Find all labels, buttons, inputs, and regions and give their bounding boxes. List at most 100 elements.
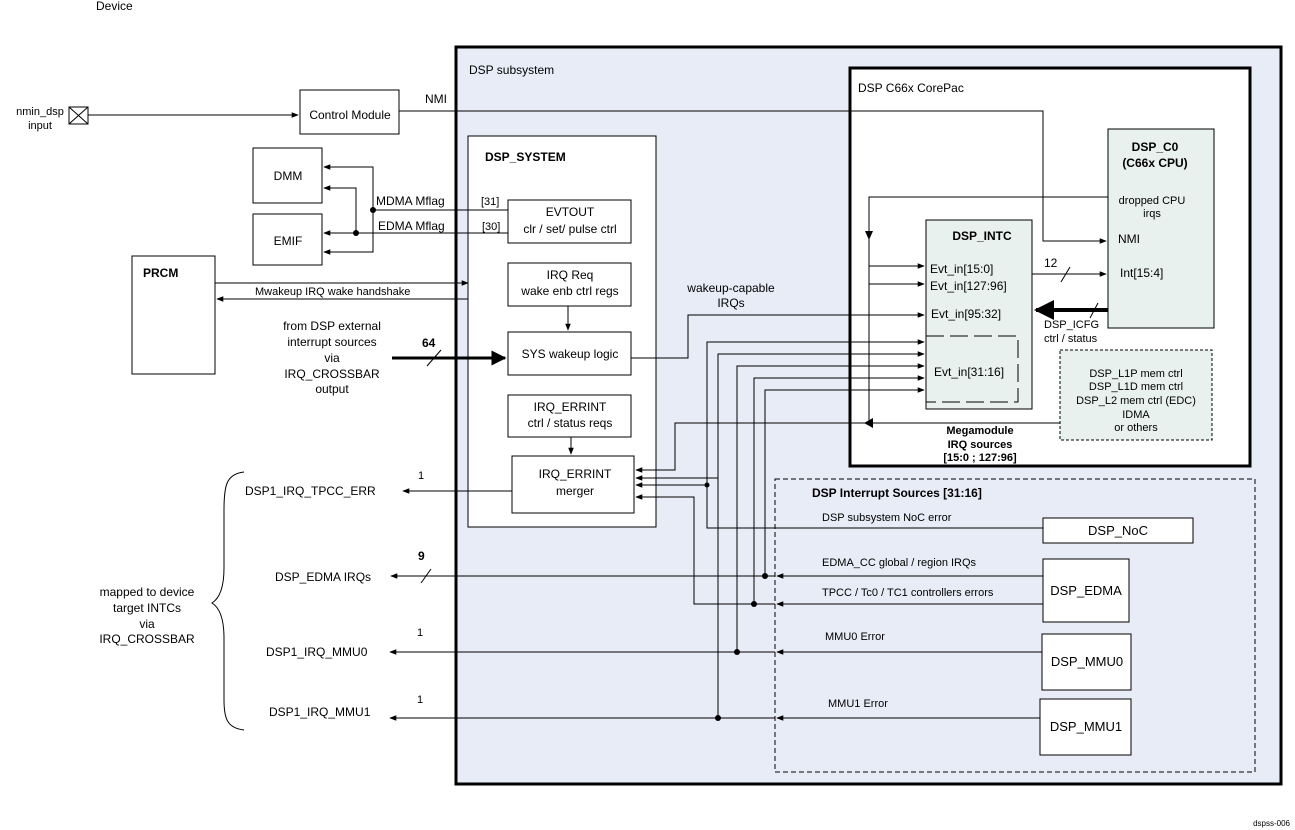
ext-sources-line5: output	[315, 382, 349, 396]
output-tpcc-err-count: 1	[418, 470, 424, 482]
output-edma-irqs: DSP_EDMA IRQs	[275, 570, 371, 584]
irq-req-title: IRQ Req	[547, 268, 594, 282]
mwakeup-label: Mwakeup IRQ wake handshake	[255, 286, 410, 298]
bus12-tick	[1060, 266, 1071, 283]
evtout-subtitle: clr / set/ pulse ctrl	[523, 222, 616, 236]
irq-req-block	[507, 262, 632, 307]
output-tpcc-err: DSP1_IRQ_TPCC_ERR	[245, 484, 376, 498]
mdma-mflag-label: MDMA Mflag	[376, 194, 445, 208]
bus64-label: 64	[422, 336, 436, 350]
dsp-c0-subtitle: (C66x CPU)	[1122, 156, 1187, 170]
dsp-intc-title: DSP_INTC	[952, 229, 1012, 243]
mflag-wiring	[323, 164, 508, 255]
evt-in-31-16-box	[925, 335, 1019, 403]
wakeup-capable-line1: wakeup-capable	[686, 281, 775, 295]
evt-in-127-96: Evt_in[127:96]	[930, 279, 1007, 293]
irq-errint-regs-title: IRQ_ERRINT	[534, 400, 607, 414]
output-mmu0-count: 1	[417, 627, 423, 639]
megamodule-line2: IRQ sources	[948, 439, 1013, 451]
input-pin-icon	[68, 106, 89, 125]
control-module-label: Control Module	[309, 108, 391, 122]
megamodule-line3: [15:0 ; 127:96]	[943, 452, 1017, 464]
mmu0-err-label: MMU0 Error	[825, 631, 885, 643]
dsp-c0-block	[1107, 128, 1215, 329]
cpu-nmi-label: NMI	[1118, 232, 1140, 246]
tpcc-err-label: TPCC / Tc0 / TC1 controllers errors	[822, 587, 994, 599]
dmm-block	[252, 147, 323, 204]
edma-mflag-label: EDMA Mflag	[378, 219, 445, 233]
dsp-mmu0-block	[1041, 633, 1132, 691]
figure-id: dspss-006	[1253, 819, 1290, 828]
ext-sources-line3: via	[324, 351, 340, 365]
megamodule-line1: Megamodule	[946, 425, 1013, 437]
dsp-mmu1-label: DSP_MMU1	[1050, 719, 1122, 734]
irq-req-subtitle: wake enb ctrl regs	[520, 284, 618, 298]
junction-dot	[353, 230, 359, 236]
bus12-label: 12	[1044, 256, 1058, 270]
dsp-subsystem-label: DSP subsystem	[469, 63, 554, 77]
evtout-title: EVTOUT	[546, 205, 595, 219]
nmi-signal-label: NMI	[425, 92, 447, 106]
evtout-block	[507, 199, 632, 244]
irq-errint-regs-block	[507, 394, 632, 438]
prcm-label: PRCM	[143, 266, 178, 280]
dsp-mmu1-block	[1039, 698, 1132, 756]
junction-dot	[704, 482, 710, 488]
control-module-block	[299, 89, 400, 135]
mem-ctrl-l1p: DSP_L1P mem ctrl	[1089, 368, 1182, 380]
emif-label: EMIF	[274, 234, 303, 248]
evt-in-31-16: Evt_in[31:16]	[934, 365, 1004, 379]
prcm-block	[131, 255, 216, 375]
bit30-label: [30]	[482, 221, 500, 233]
sys-wakeup-label: SYS wakeup logic	[522, 347, 619, 361]
wakeup-capable-line2: IRQs	[717, 296, 744, 310]
output-mmu1-count: 1	[417, 694, 423, 706]
junction-dot	[370, 207, 376, 213]
cpu-int-label: Int[15:4]	[1120, 266, 1163, 280]
dsp-edma-label: DSP_EDMA	[1050, 583, 1122, 598]
dsp-mmu0-label: DSP_MMU0	[1051, 654, 1123, 669]
dsp-icfg-line2: ctrl / status	[1044, 333, 1098, 345]
junction-dot	[751, 601, 757, 607]
output-mmu0: DSP1_IRQ_MMU0	[266, 645, 368, 659]
device-label: Device	[96, 0, 133, 13]
emif-block	[252, 213, 323, 266]
mapped-line1: mapped to device	[100, 585, 195, 599]
mem-ctrl-l2: DSP_L2 mem ctrl (EDC)	[1076, 395, 1196, 407]
dsp-noc-label: DSP_NoC	[1088, 523, 1148, 538]
dsp-system-label: DSP_SYSTEM	[485, 150, 566, 164]
ext-sources-line4: IRQ_CROSSBAR	[284, 367, 380, 381]
mapped-line3: via	[139, 617, 155, 631]
source-lines	[776, 573, 1043, 721]
sys-wakeup-block	[507, 331, 632, 376]
icfg-tick	[1089, 302, 1099, 319]
ext-sources-line1: from DSP external	[283, 319, 381, 333]
bus64-tick	[426, 349, 442, 367]
mem-ctrl-others: or others	[1114, 422, 1158, 434]
mem-ctrl-idma: IDMA	[1122, 409, 1150, 421]
megamodule-to-merger-line	[635, 422, 1060, 473]
mapped-line4: IRQ_CROSSBAR	[99, 632, 195, 646]
evt-in-15-0: Evt_in[15:0]	[930, 262, 993, 276]
nmi-line	[399, 110, 1107, 244]
dsp-c0-title: DSP_C0	[1132, 140, 1179, 154]
dsp-noc-block	[1042, 517, 1194, 544]
irq-errint-merger-block	[511, 455, 635, 514]
nmin-line1: nmin_dsp	[16, 106, 64, 118]
irq-errint-merger-title: IRQ_ERRINT	[539, 467, 612, 481]
evt31-16-feeds	[635, 339, 1043, 719]
irq-errint-regs-subtitle: ctrl / status reqs	[528, 416, 613, 430]
output-mmu1: DSP1_IRQ_MMU1	[269, 705, 371, 719]
interrupt-sources-label: DSP Interrupt Sources [31:16]	[812, 486, 982, 500]
dsp-edma-block	[1042, 558, 1130, 623]
brace-shape	[211, 471, 245, 731]
dropped-irqs-line1: dropped CPU	[1119, 195, 1186, 207]
dmm-label: DMM	[274, 169, 303, 183]
down-arrow-icon	[865, 231, 873, 240]
ext-sources-line2: interrupt sources	[287, 335, 376, 349]
dsp-icfg-line1: DSP_ICFG	[1044, 319, 1099, 331]
corepac-label: DSP C66x CorePac	[858, 81, 964, 95]
dropped-irqs-line2: irqs	[1143, 208, 1161, 220]
dsp-intc-block	[925, 219, 1033, 410]
